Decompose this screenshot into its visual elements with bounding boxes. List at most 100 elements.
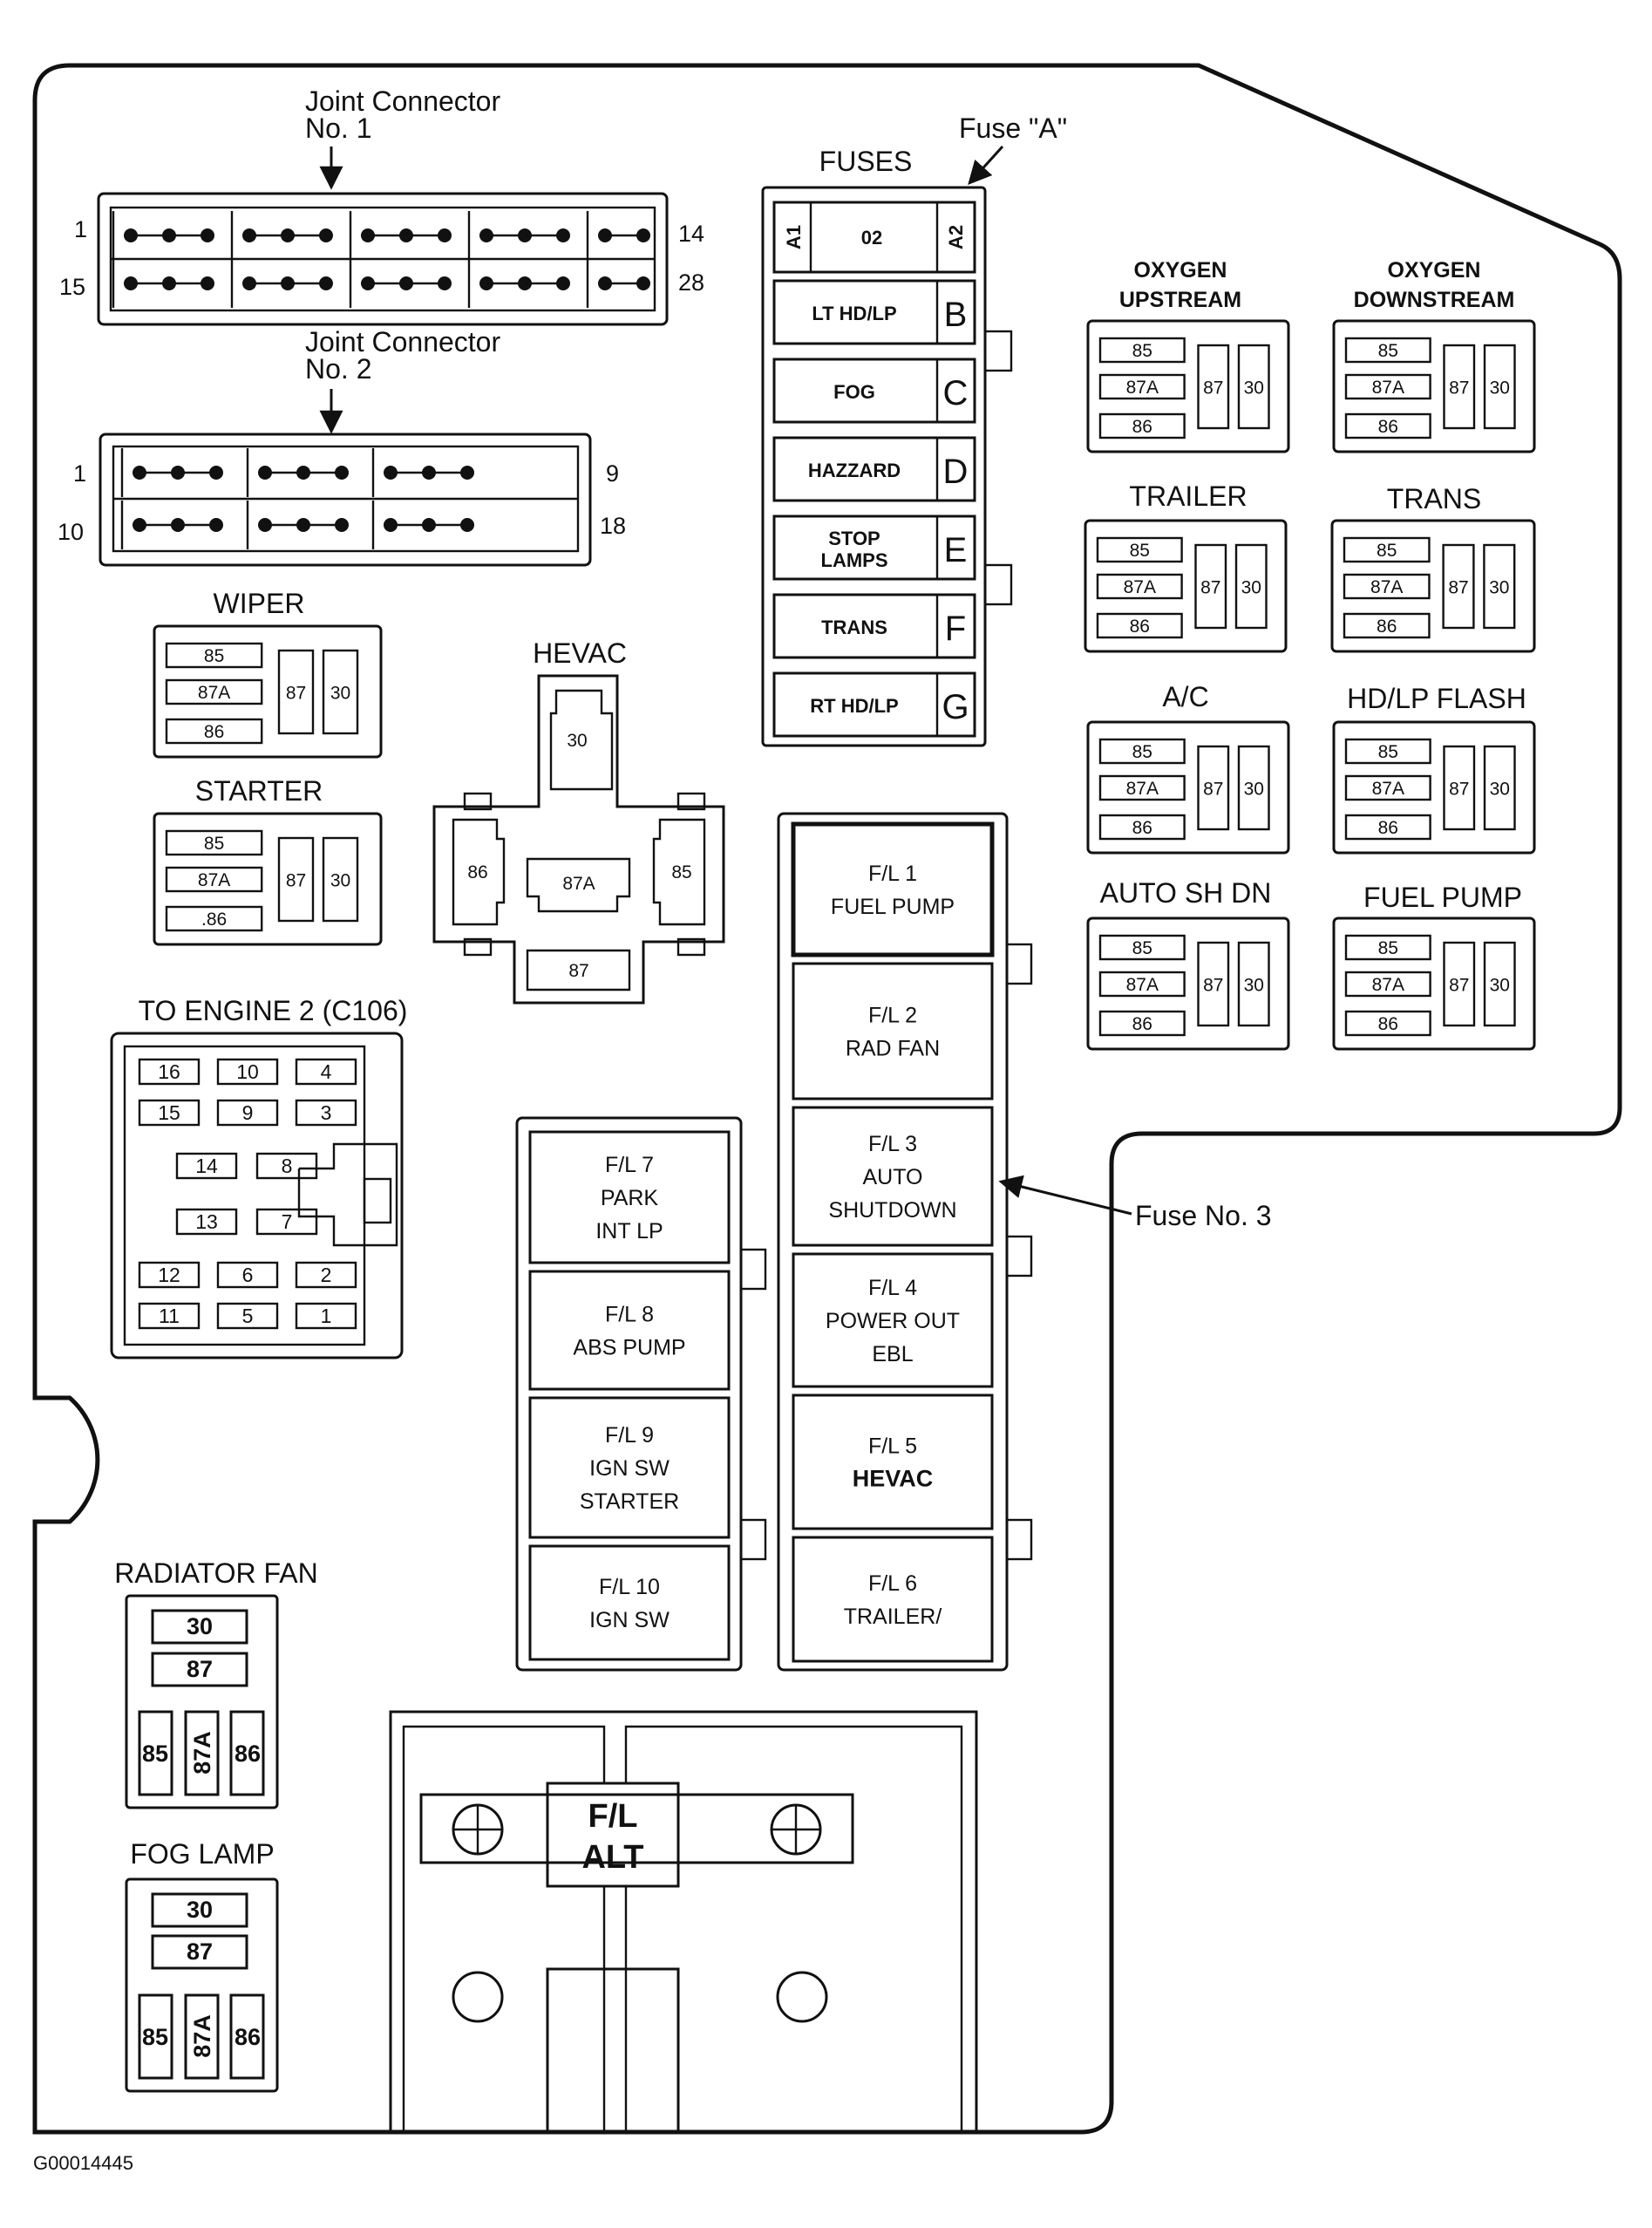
- pin-87a: 87A: [1372, 378, 1404, 398]
- engine-pin: 2: [321, 1264, 332, 1286]
- relay-title: A/C: [1162, 681, 1208, 712]
- fusible-link-line2: HEVAC: [853, 1466, 934, 1492]
- connector-pin: [209, 518, 223, 532]
- fuse-name: FOG: [833, 381, 875, 403]
- radiator-fan-title: RADIATOR FAN: [114, 1557, 318, 1589]
- pin-30: 30: [1490, 378, 1510, 399]
- engine-pin: 14: [195, 1155, 218, 1177]
- pin-85: 85: [1377, 541, 1397, 561]
- engine-pin: 1: [321, 1305, 332, 1327]
- fuse-name: LT HD/LP: [812, 303, 896, 324]
- connector-pin: [201, 276, 214, 290]
- engine-pin: 6: [242, 1264, 254, 1286]
- relay-title-line2: DOWNSTREAM: [1354, 288, 1515, 312]
- joint-connector-2-body: [99, 433, 592, 567]
- jc1-pin-top-left: 1: [74, 216, 87, 242]
- pin-87a: 87A: [198, 870, 230, 890]
- fuse-a1-label: A1: [783, 225, 805, 249]
- pin-85: 85: [1132, 742, 1152, 762]
- engine-pin: 8: [282, 1155, 293, 1177]
- relay-title: FUEL PUMP: [1363, 882, 1522, 913]
- fuse-letter: B: [944, 296, 968, 334]
- pin-85: 85: [204, 834, 224, 854]
- fuse-row-b: LT HD/LP B: [772, 279, 976, 345]
- connector-pin: [335, 518, 349, 532]
- fuse-name: HAZZARD: [808, 460, 901, 481]
- fuse-name-line2: LAMPS: [821, 549, 888, 571]
- radiator-fan-pin-85: 85: [142, 1741, 168, 1767]
- fuse-a2-label: A2: [945, 225, 967, 249]
- fog-lamp-pin-85: 85: [142, 2024, 168, 2050]
- engine-pin: 9: [242, 1101, 254, 1124]
- fusible-link-line3: STARTER: [580, 1489, 679, 1514]
- radiator-fan-pin-86: 86: [235, 1741, 261, 1767]
- housing-outline: [32, 63, 1622, 2135]
- engine-pin: 4: [321, 1060, 332, 1083]
- fuse-block-body: [761, 186, 987, 747]
- fusible-link-line2: FUEL PUMP: [831, 895, 955, 919]
- pin-86: 86: [1378, 417, 1398, 437]
- joint-connector-2-label-line1: Joint Connector: [305, 326, 500, 358]
- hevac-relay: HEVAC 30 86 85 87A 87: [432, 637, 725, 1005]
- radiator-fan-relay: RADIATOR FAN 30 87 85 87A 86: [114, 1557, 318, 1809]
- engine-pin: 12: [158, 1264, 180, 1286]
- relay-title: TRANS: [1387, 483, 1481, 514]
- radiator-fan-pin-87: 87: [187, 1656, 213, 1682]
- fuse-no3-arrow: [998, 1175, 1132, 1216]
- pin-86: 86: [1377, 617, 1397, 637]
- fog-lamp-pin-30: 30: [187, 1897, 213, 1923]
- pin-87: 87: [1448, 578, 1468, 598]
- fuse-no3-callout: Fuse No. 3: [1135, 1200, 1272, 1231]
- relay-title: WIPER: [214, 588, 305, 619]
- radiator-fan-pin-87a: 87A: [189, 1731, 215, 1775]
- pin-86: 86: [1378, 1014, 1398, 1034]
- fusible-link-right-housing: [777, 812, 1009, 1672]
- pin-30: 30: [1490, 976, 1510, 996]
- pin-86: 86: [1132, 818, 1152, 838]
- fog-lamp-pin-86: 86: [235, 2024, 261, 2050]
- pin-85: 85: [1130, 541, 1150, 561]
- connector-pin: [319, 228, 333, 242]
- pin-85: 85: [1378, 341, 1398, 361]
- fuse-letter: F: [945, 610, 966, 648]
- connector-pin: [460, 518, 474, 532]
- fusible-link-line2: ABS PUMP: [573, 1336, 685, 1360]
- fusible-link-line3: EBL: [872, 1342, 913, 1366]
- joint-connector-1-body: [97, 192, 669, 326]
- pin-87a: 87A: [1126, 378, 1159, 398]
- connector-pin: [201, 228, 214, 242]
- fusible-link-line2: AUTO: [863, 1165, 923, 1189]
- connector-pin: [460, 466, 474, 480]
- hevac-pin-86: 86: [467, 862, 487, 882]
- pin-86: .86: [201, 910, 227, 930]
- pin-87a: 87A: [1126, 975, 1159, 995]
- jc1-pin-bottom-left: 15: [59, 274, 85, 300]
- connector-pin: [556, 276, 570, 290]
- pin-30: 30: [1490, 780, 1510, 800]
- jc1-pin-bottom-right: 28: [678, 269, 704, 296]
- fog-lamp-pin-87: 87: [187, 1938, 213, 1965]
- connector-pin: [636, 276, 650, 290]
- fog-lamp-pin-87a: 87A: [189, 2014, 215, 2058]
- pin-86: 86: [1378, 818, 1398, 838]
- engine-pin: 5: [242, 1305, 254, 1327]
- joint-connector-1-label-line2: No. 1: [305, 112, 371, 144]
- engine-pin: 11: [159, 1305, 180, 1327]
- pin-87: 87: [1449, 378, 1469, 399]
- pin-85: 85: [1132, 938, 1152, 958]
- alt-hole-left: [452, 1971, 504, 2023]
